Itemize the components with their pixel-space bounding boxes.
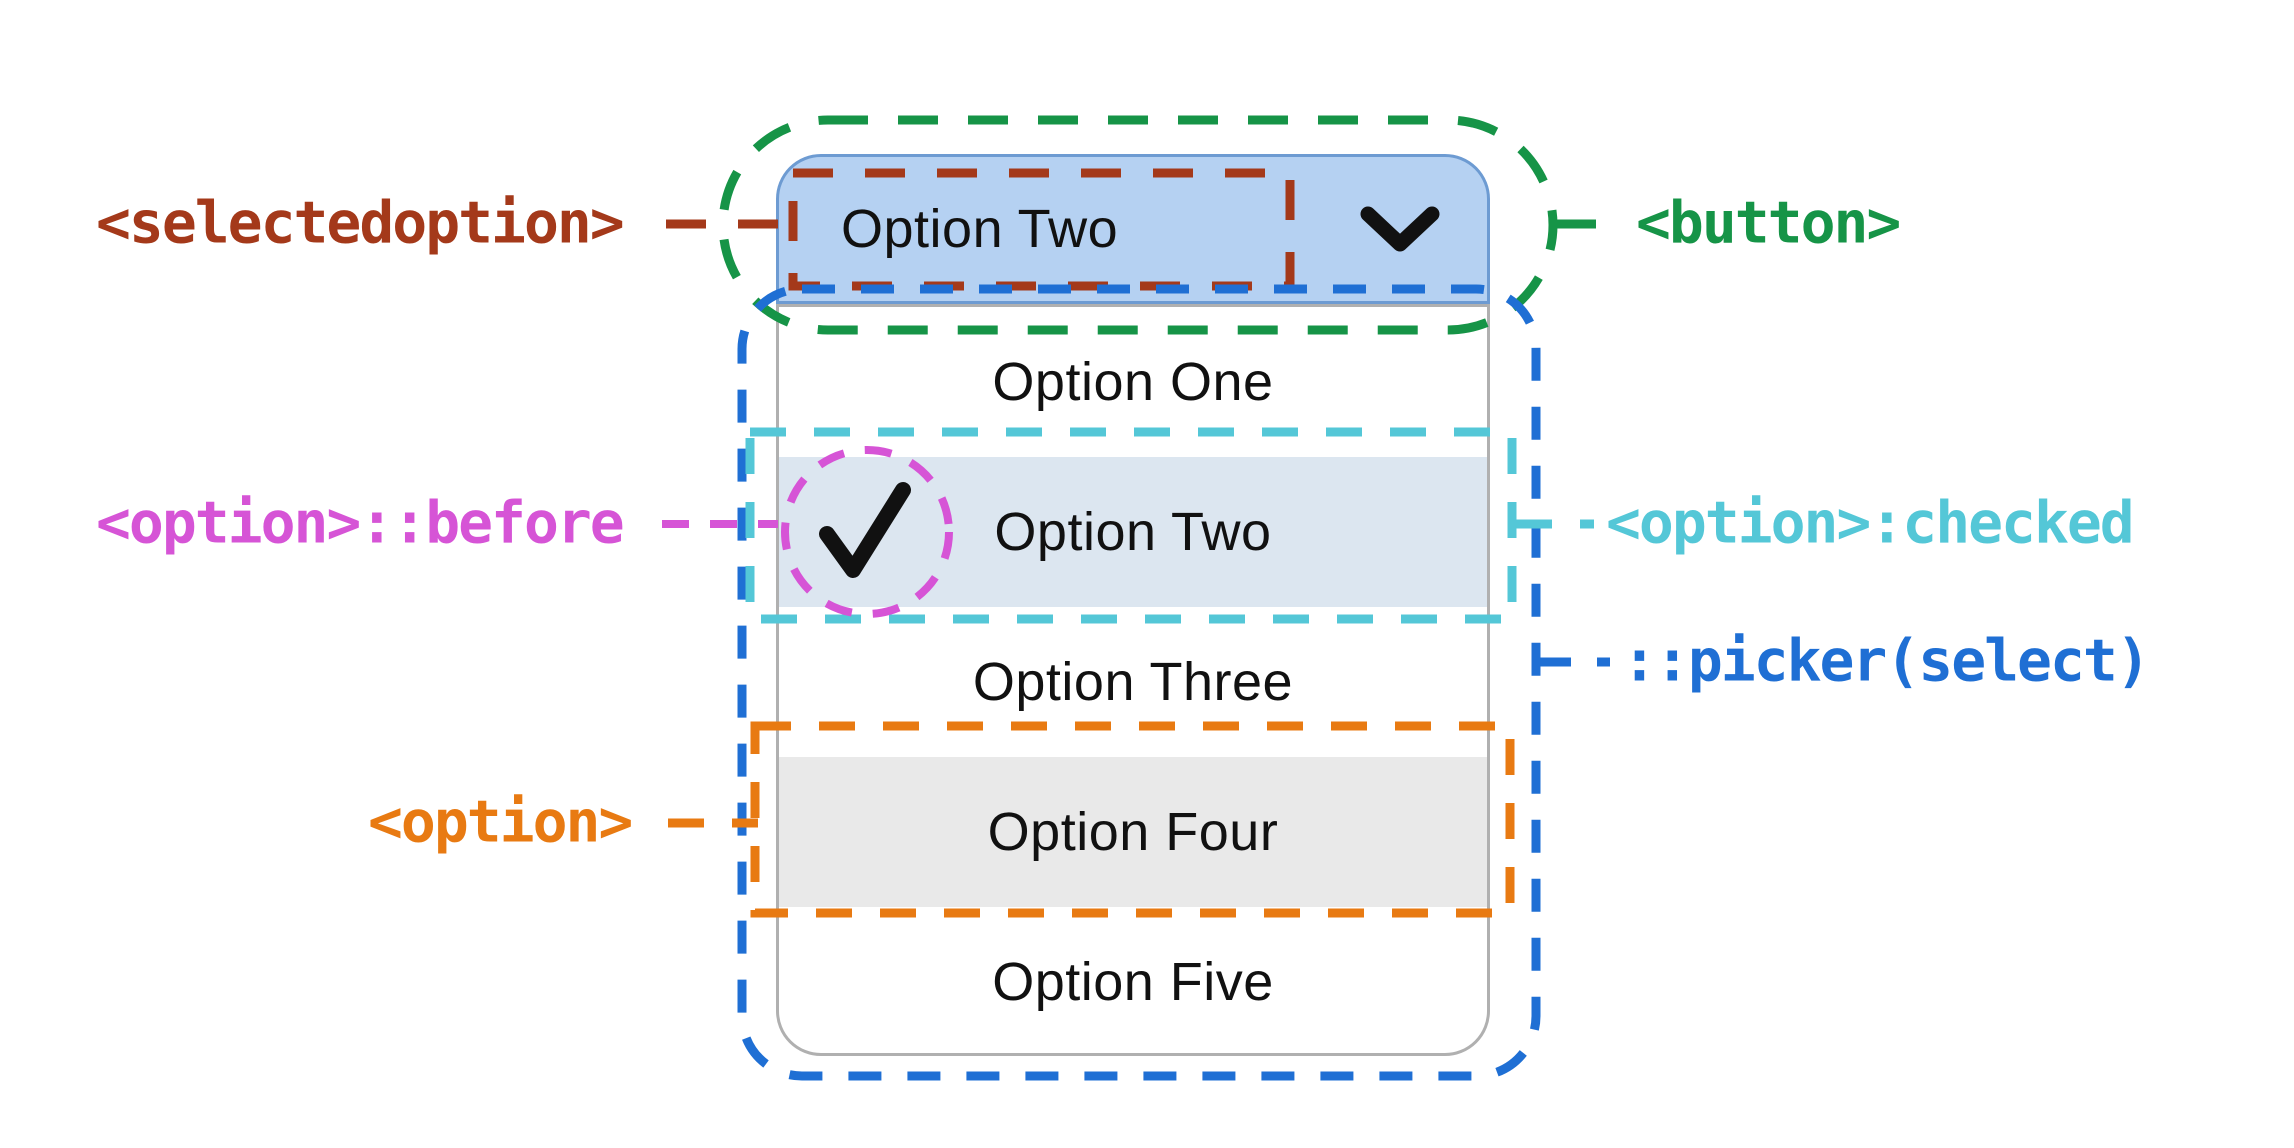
annotation-option: <option> [368, 787, 633, 856]
option-label: Option Two [994, 502, 1272, 562]
option-item[interactable]: Option Five [779, 907, 1487, 1053]
annotation-button: <button> [1636, 188, 1901, 257]
annotation-option-checked: <option>:checked [1606, 488, 2135, 557]
option-label: Option Four [987, 802, 1279, 862]
option-item-hover[interactable]: Option Four [779, 757, 1487, 907]
option-item[interactable]: Option Three [779, 607, 1487, 757]
annotation-selectedoption: <selectedoption> [96, 188, 625, 257]
select-picker-popup: Option One Option Two Option Three Optio… [776, 304, 1490, 1056]
annotation-option-before: <option>::before [96, 488, 625, 557]
option-item[interactable]: Option One [779, 307, 1487, 457]
option-item-checked[interactable]: Option Two [779, 457, 1487, 607]
option-label: Option Three [972, 652, 1294, 712]
chevron-down-icon [1360, 206, 1440, 252]
selected-option-text: Option Two [841, 199, 1119, 259]
select-button[interactable]: Option Two [776, 154, 1490, 304]
annotation-picker: ::picker(select) [1622, 626, 2151, 695]
option-label: Option One [992, 352, 1274, 412]
option-label: Option Five [992, 952, 1274, 1012]
check-icon [819, 482, 911, 578]
